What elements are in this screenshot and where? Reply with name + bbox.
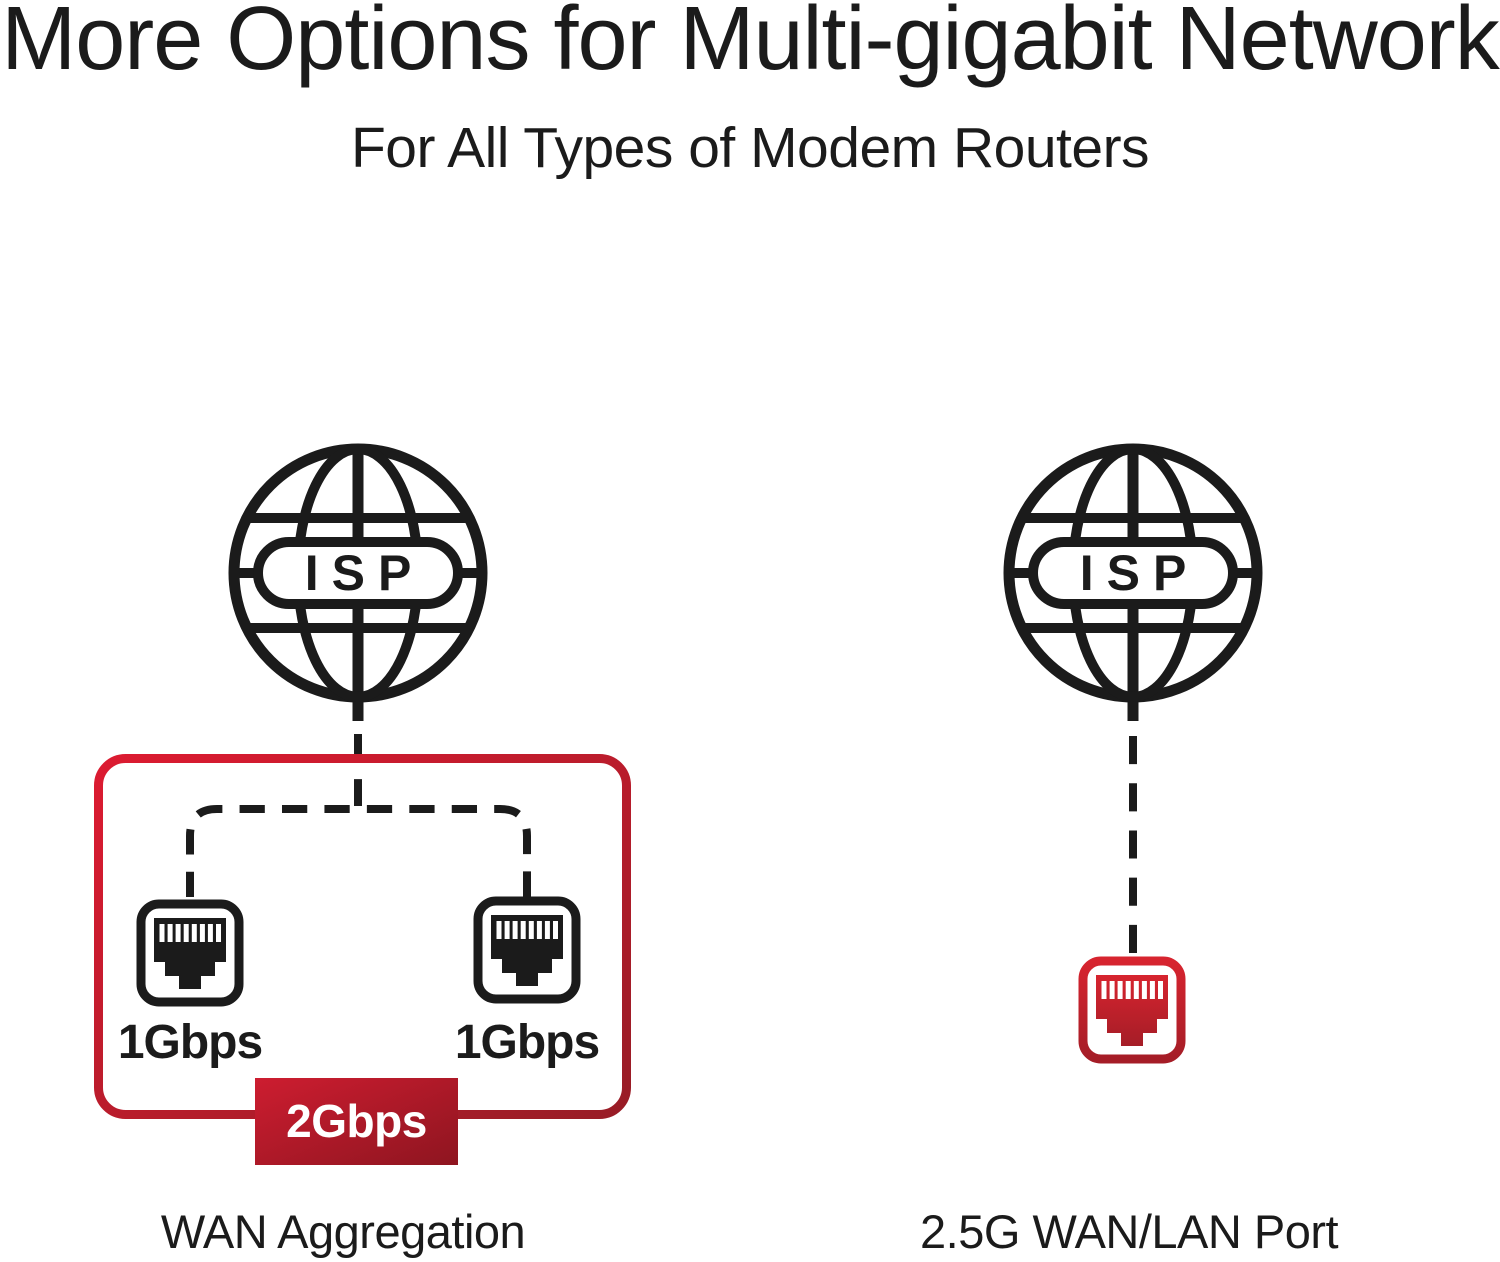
ethernet-port-icon-1	[136, 899, 244, 1007]
ethernet-port-icon-red	[1078, 956, 1186, 1064]
page-subtitle: For All Types of Modem Routers	[350, 116, 1150, 180]
caption-2-5g-wan-lan-port: 2.5G WAN/LAN Port	[920, 1205, 1339, 1258]
dashed-connector-split-to-ports	[186, 805, 531, 897]
port-speed-label-1: 1Gbps	[117, 1016, 263, 1069]
port-speed-label-2: 1Gbps	[454, 1016, 600, 1069]
page-title: More Options for Multi-gigabit Network	[1, 0, 1500, 89]
aggregated-speed-badge	[255, 1078, 458, 1165]
isp-label-left: ISP	[304, 545, 425, 601]
isp-label-right: ISP	[1079, 545, 1200, 601]
caption-wan-aggregation: WAN Aggregation	[160, 1205, 526, 1258]
aggregated-speed-badge-label: 2Gbps	[286, 1095, 427, 1147]
ethernet-port-icon-2	[473, 896, 581, 1004]
